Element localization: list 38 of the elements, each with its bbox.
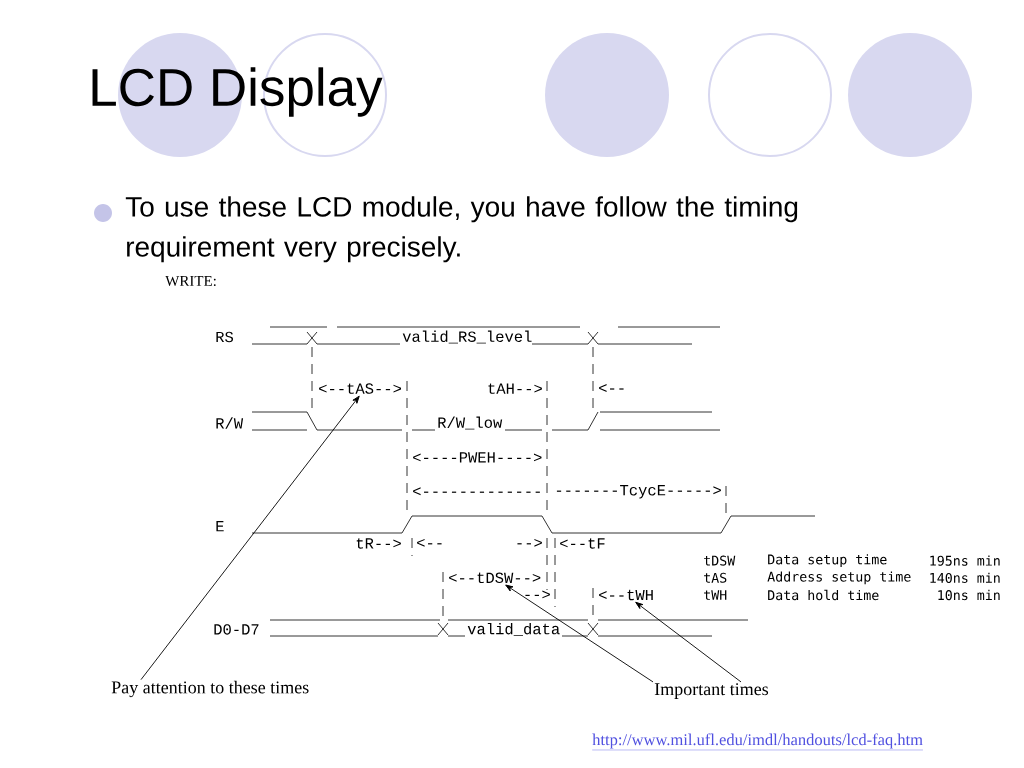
signal-name: D0-D7 — [214, 624, 259, 635]
timing-label: <-- — [599, 384, 624, 392]
table-cell: tWH — [704, 590, 727, 600]
timing-label: --> — [525, 590, 550, 599]
table-cell: Address setup time — [767, 571, 911, 585]
heading-label: WRITE: — [165, 276, 216, 286]
table-cell: tAS — [704, 572, 727, 583]
leader-line — [635, 601, 742, 683]
note-text: Important times — [654, 683, 769, 699]
signal-name: RS — [216, 331, 234, 343]
title: LCD Display — [92, 67, 383, 117]
table-cell: 195ns min — [930, 555, 1000, 566]
link: http://www.mil.ufl.edu/imdl/handouts/lcd-faq.htm — [592, 733, 924, 751]
table-cell: Data setup time — [768, 554, 887, 568]
table-cell: 10ns min — [938, 589, 1000, 601]
signal-name: E — [216, 521, 224, 532]
timing-label: --> — [517, 538, 542, 547]
table-cell: tDSW — [704, 555, 736, 566]
timing-label: <------------- — [413, 487, 540, 496]
timing-label: -------TcycE-----> — [556, 485, 721, 499]
note-text: Pay attention to these times — [111, 680, 309, 698]
signal-level-label: valid_data — [467, 622, 560, 636]
signal-level-label: R/W_low — [438, 416, 503, 430]
timing-label: <--tWH — [599, 589, 653, 601]
timing-label: <----PWEH----> — [413, 452, 542, 463]
leader-line — [140, 395, 360, 681]
timing-label: tR--> — [356, 538, 401, 549]
signal-level-label: valid_RS_level — [402, 330, 532, 344]
table-cell: 140ns min — [930, 572, 1000, 583]
timing-label: <--tAS--> — [319, 383, 401, 394]
leader-line — [505, 584, 654, 683]
signal-name: R/W — [216, 417, 244, 429]
table-cell: Data hold time — [768, 589, 879, 601]
bullet-text: To use these LCD module, you have follow the timing requirement very precisely. — [125, 196, 798, 263]
timing-label: <-- — [417, 538, 442, 547]
timing-label: <--tF — [560, 538, 605, 549]
timing-label: <--tDSW--> — [449, 572, 541, 584]
timing-label: tAH--> — [488, 383, 542, 394]
